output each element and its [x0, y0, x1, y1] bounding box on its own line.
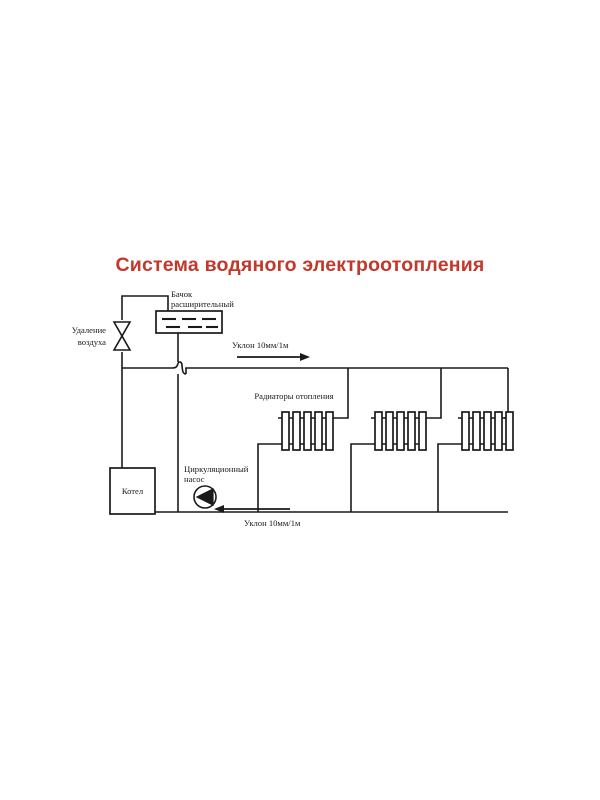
radiator-fin — [494, 411, 503, 451]
page-title: Система водяного электроотопления — [115, 254, 485, 276]
boiler-body — [109, 467, 156, 515]
air-removal-label-line2: воздуха — [78, 337, 106, 347]
air-valve-symbol — [112, 321, 132, 351]
radiator-1 — [278, 411, 334, 451]
boiler-label: Котел — [122, 486, 144, 496]
slope-return-label: Уклон 10мм/1м — [244, 518, 301, 528]
radiator-fin — [385, 411, 394, 451]
expansion-tank-label-line2: расширительный — [171, 299, 234, 309]
radiator-fin — [396, 411, 405, 451]
circulation-pump-symbol — [193, 485, 217, 509]
pipe-tank-feed — [121, 295, 169, 311]
air-removal-label-line1: Удаление — [72, 325, 106, 335]
pipe-supply-main — [185, 367, 508, 374]
slope-return-arrow-head — [214, 505, 224, 513]
radiator-fin — [472, 411, 481, 451]
radiator-3 — [458, 411, 514, 451]
pump-triangle-icon — [195, 488, 214, 506]
air-valve-upper-triangle — [112, 321, 132, 338]
air-valve-lower-triangle — [112, 334, 132, 351]
radiator-fin — [374, 411, 383, 451]
pump-label-line1: Циркуляционный — [184, 464, 249, 474]
pipe-radiator-1-return — [257, 443, 278, 512]
radiator-fin — [281, 411, 290, 451]
radiator-fin — [461, 411, 470, 451]
radiator-fin — [407, 411, 416, 451]
expansion-tank-body — [155, 310, 223, 334]
pipe-radiator-2-return — [350, 443, 371, 512]
pump-label-line2: насос — [184, 474, 205, 484]
radiator-fin — [303, 411, 312, 451]
radiators-label: Радиаторы отопления — [254, 391, 333, 401]
pipe-radiator-1-supply — [328, 368, 349, 419]
radiator-fin — [418, 411, 427, 451]
pipe-radiator-2-supply — [421, 368, 442, 419]
radiator-fin — [483, 411, 492, 451]
radiator-fin — [325, 411, 334, 451]
slope-supply-arrow — [237, 353, 310, 361]
expansion-tank-label-line1: Бачок — [171, 289, 193, 299]
radiator-fin — [314, 411, 323, 451]
radiator-2 — [371, 411, 427, 451]
pipe-crossing-jog — [171, 361, 187, 375]
slope-supply-arrow-head — [300, 353, 310, 361]
slope-return-arrow — [214, 505, 290, 513]
radiator-fin — [505, 411, 514, 451]
pipe-radiator-3-return — [437, 443, 458, 512]
slope-supply-label: Уклон 10мм/1м — [232, 340, 289, 350]
radiator-fin — [292, 411, 301, 451]
